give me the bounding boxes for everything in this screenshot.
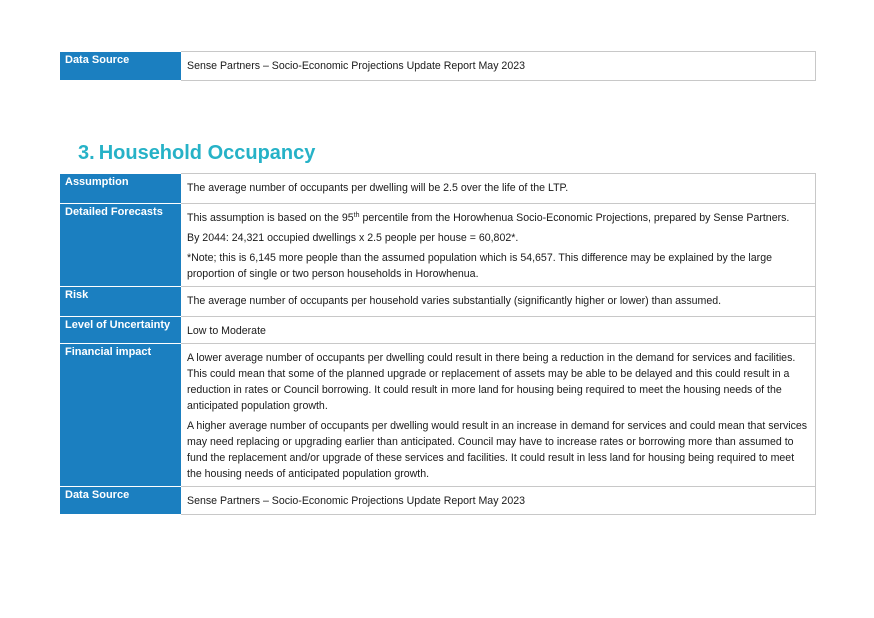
financial-paragraph-2: A higher average number of occupants per… <box>187 419 808 480</box>
section-heading: 3.Household Occupancy <box>78 140 315 166</box>
row-value-financial-impact: A lower average number of occupants per … <box>181 342 816 487</box>
section-number: 3. <box>78 142 95 164</box>
row-label-uncertainty: Level of Uncertainty <box>60 316 181 344</box>
forecast-paragraph-1: This assumption is based on the 95th per… <box>187 211 790 224</box>
table-row: Assumption The average number of occupan… <box>60 173 816 204</box>
table-row: Level of Uncertainty Low to Moderate <box>60 315 816 344</box>
row-value-detailed-forecasts: This assumption is based on the 95th per… <box>181 202 816 287</box>
row-label-assumption: Assumption <box>60 173 181 204</box>
table-row: Detailed Forecasts This assumption is ba… <box>60 202 816 287</box>
row-value-assumption: The average number of occupants per dwel… <box>181 173 816 204</box>
table-row: Risk The average number of occupants per… <box>60 285 816 317</box>
table-row: Financial impact A lower average number … <box>60 342 816 487</box>
forecast-paragraph-3: *Note; this is 6,145 more people than th… <box>187 251 772 280</box>
table-row: Data Source Sense Partners – Socio-Econo… <box>60 51 816 81</box>
row-label-detailed-forecasts: Detailed Forecasts <box>60 203 181 287</box>
financial-paragraph-1: A lower average number of occupants per … <box>187 351 796 412</box>
row-value-data-source: Sense Partners – Socio-Economic Projecti… <box>181 485 816 515</box>
household-occupancy-table: Assumption The average number of occupan… <box>60 173 816 515</box>
forecast-paragraph-2: By 2044: 24,321 occupied dwellings x 2.5… <box>187 231 519 244</box>
data-source-table-top: Data Source Sense Partners – Socio-Econo… <box>60 51 816 81</box>
table-row: Data Source Sense Partners – Socio-Econo… <box>60 485 816 515</box>
row-label-financial-impact: Financial impact <box>60 343 181 487</box>
row-label-risk: Risk <box>60 286 181 317</box>
row-value-risk: The average number of occupants per hous… <box>181 285 816 317</box>
row-value-uncertainty: Low to Moderate <box>181 315 816 344</box>
section-title: Household Occupancy <box>98 142 316 164</box>
row-value-data-source: Sense Partners – Socio-Economic Projecti… <box>181 51 816 81</box>
row-label-data-source: Data Source <box>60 486 181 515</box>
row-label-data-source: Data Source <box>60 51 181 81</box>
